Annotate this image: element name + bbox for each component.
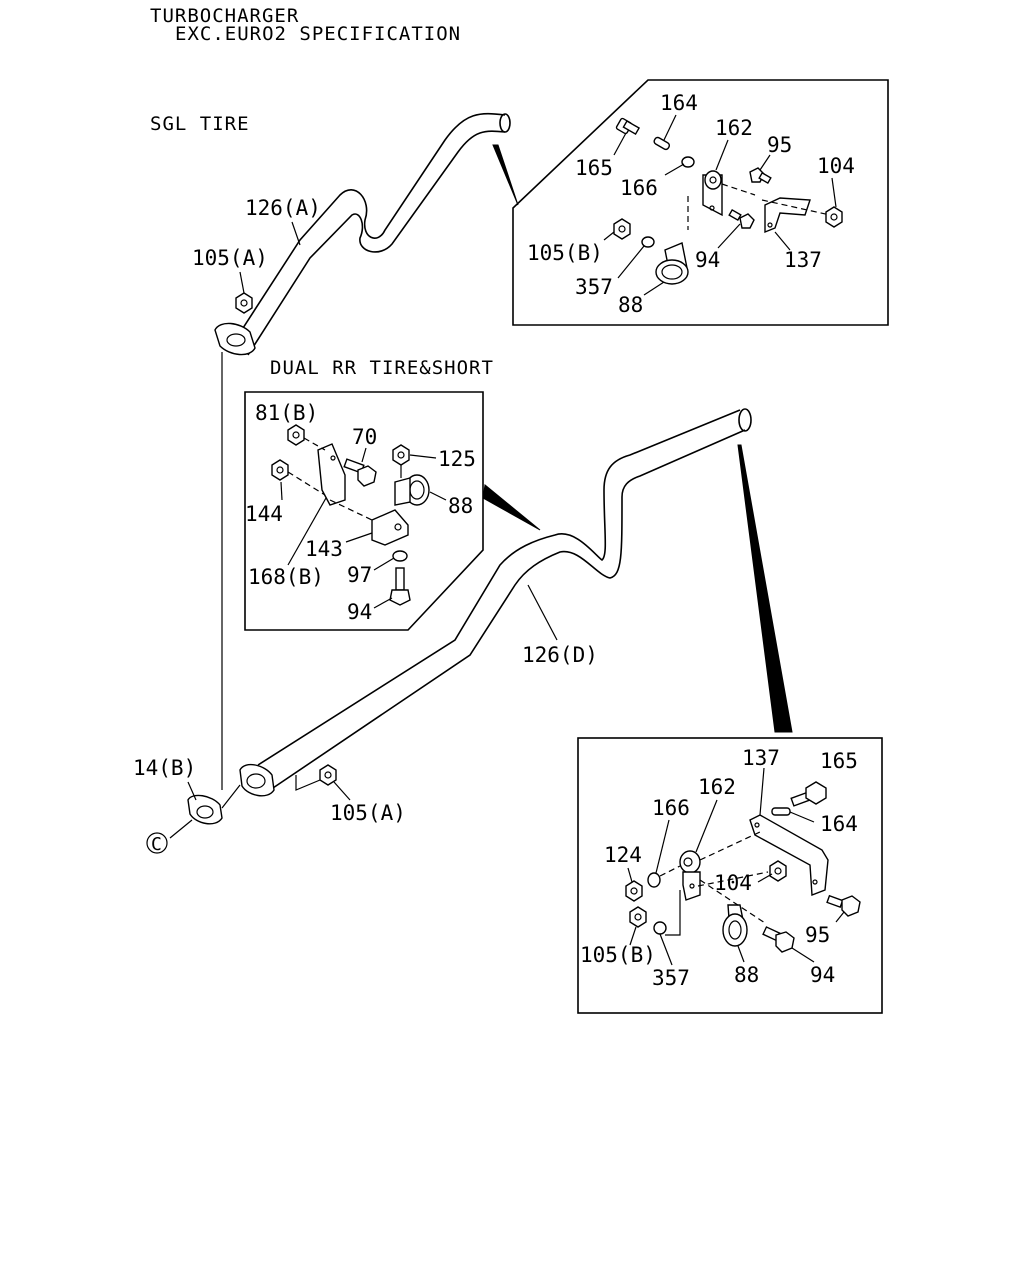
nut-125 (392, 444, 410, 466)
callout-357-bottom: 357 (652, 966, 690, 990)
detail-pointer-bottom (737, 444, 793, 733)
nut-104-bottom (769, 860, 787, 882)
callout-162-top: 162 (715, 116, 753, 140)
flange-top-pipe (214, 322, 256, 356)
callout-88-middle: 88 (448, 494, 473, 518)
header-title: TURBOCHARGER (150, 5, 299, 27)
callout-105a-top: 105(A) (192, 246, 268, 270)
callout-95-top: 95 (767, 133, 792, 157)
callout-105b-bottom: 105(B) (580, 943, 656, 967)
bolt-70 (343, 458, 377, 487)
nut-124 (625, 880, 643, 902)
callout-143: 143 (305, 537, 343, 561)
bracket-162-top (702, 170, 723, 217)
callout-70: 70 (352, 425, 377, 449)
callout-164-top: 164 (660, 91, 698, 115)
header-subtitle: EXC.EURO2 SPECIFICATION (175, 23, 461, 45)
detail-pointer-top (492, 144, 519, 206)
callout-168b: 168(B) (248, 565, 324, 589)
bushing-162-bottom (679, 850, 701, 901)
callout-137-top: 137 (784, 248, 822, 272)
callout-97: 97 (347, 563, 372, 587)
callout-125: 125 (438, 447, 476, 471)
section-label-sgl-tire: SGL TIRE (150, 113, 250, 135)
pin-164-bottom (771, 807, 791, 816)
callout-88-bottom: 88 (734, 963, 759, 987)
nut-144 (271, 459, 289, 481)
washer-357-bottom (653, 921, 667, 935)
bracket-137-bottom (749, 814, 829, 896)
callout-94-bottom: 94 (810, 963, 835, 987)
pipe-126a (214, 112, 511, 356)
callout-162-bottom: 162 (698, 775, 736, 799)
callout-95-bottom: 95 (805, 923, 830, 947)
washer-97 (392, 550, 408, 562)
bolt-94-bottom (762, 926, 795, 953)
callout-105a-main: 105(A) (330, 801, 406, 825)
pipe-126d (187, 408, 752, 825)
nut-105b-top (613, 218, 631, 240)
bolt-94-middle (389, 567, 411, 606)
detail-box-top (512, 79, 889, 326)
callout-14b: 14(B) (133, 756, 196, 780)
flange-main-pipe (239, 763, 275, 797)
washer-166-top (681, 156, 695, 168)
washer-357-top (641, 236, 655, 248)
callout-126d: 126(D) (522, 643, 598, 667)
callout-165-top: 165 (575, 156, 613, 180)
washer-166-bottom (647, 872, 661, 888)
bolt-94-top (728, 208, 755, 229)
nut-105a-main (319, 764, 337, 786)
callout-357-top: 357 (575, 275, 613, 299)
callout-81b: 81(B) (255, 401, 318, 425)
clamp-88-top (655, 242, 689, 285)
callout-124: 124 (604, 843, 642, 867)
bolt-165-top (615, 117, 641, 136)
callout-164-bottom: 164 (820, 812, 858, 836)
detail-box-middle (244, 391, 484, 631)
nut-105b-bottom (629, 906, 647, 928)
callout-137-bottom: 137 (742, 746, 780, 770)
bolt-165-bottom (790, 781, 827, 807)
nut-105a-top (235, 292, 253, 314)
section-label-dual-rr-tire: DUAL RR TIRE&SHORT (270, 357, 494, 379)
detail-box-bottom (577, 737, 883, 1014)
clamp-88-middle (394, 474, 430, 506)
clamp-88-bottom (722, 904, 748, 947)
callout-165-bottom: 165 (820, 749, 858, 773)
callout-104-top: 104 (817, 154, 855, 178)
bracket-middle (317, 443, 346, 506)
detail-pointer-middle (482, 484, 541, 531)
callout-88-top: 88 (618, 293, 643, 317)
bracket-137-top (764, 197, 811, 234)
callout-94-top: 94 (695, 248, 720, 272)
callout-circle-c: C (151, 834, 162, 855)
callout-144: 144 (245, 502, 283, 526)
callout-166-top: 166 (620, 176, 658, 200)
bolt-95-top (749, 167, 772, 185)
pin-164-top (653, 136, 671, 151)
callout-105b-top: 105(B) (527, 241, 603, 265)
nut-81b (287, 424, 305, 446)
callout-126a: 126(A) (245, 196, 321, 220)
reference-circle-c (146, 832, 168, 854)
gasket-14b (187, 794, 223, 825)
callout-166-bottom: 166 (652, 796, 690, 820)
bolt-95-bottom (826, 894, 861, 917)
callout-94-middle: 94 (347, 600, 372, 624)
callout-104-bottom: 104 (714, 871, 752, 895)
bracket-143 (371, 509, 409, 546)
nut-104-top (825, 206, 843, 228)
